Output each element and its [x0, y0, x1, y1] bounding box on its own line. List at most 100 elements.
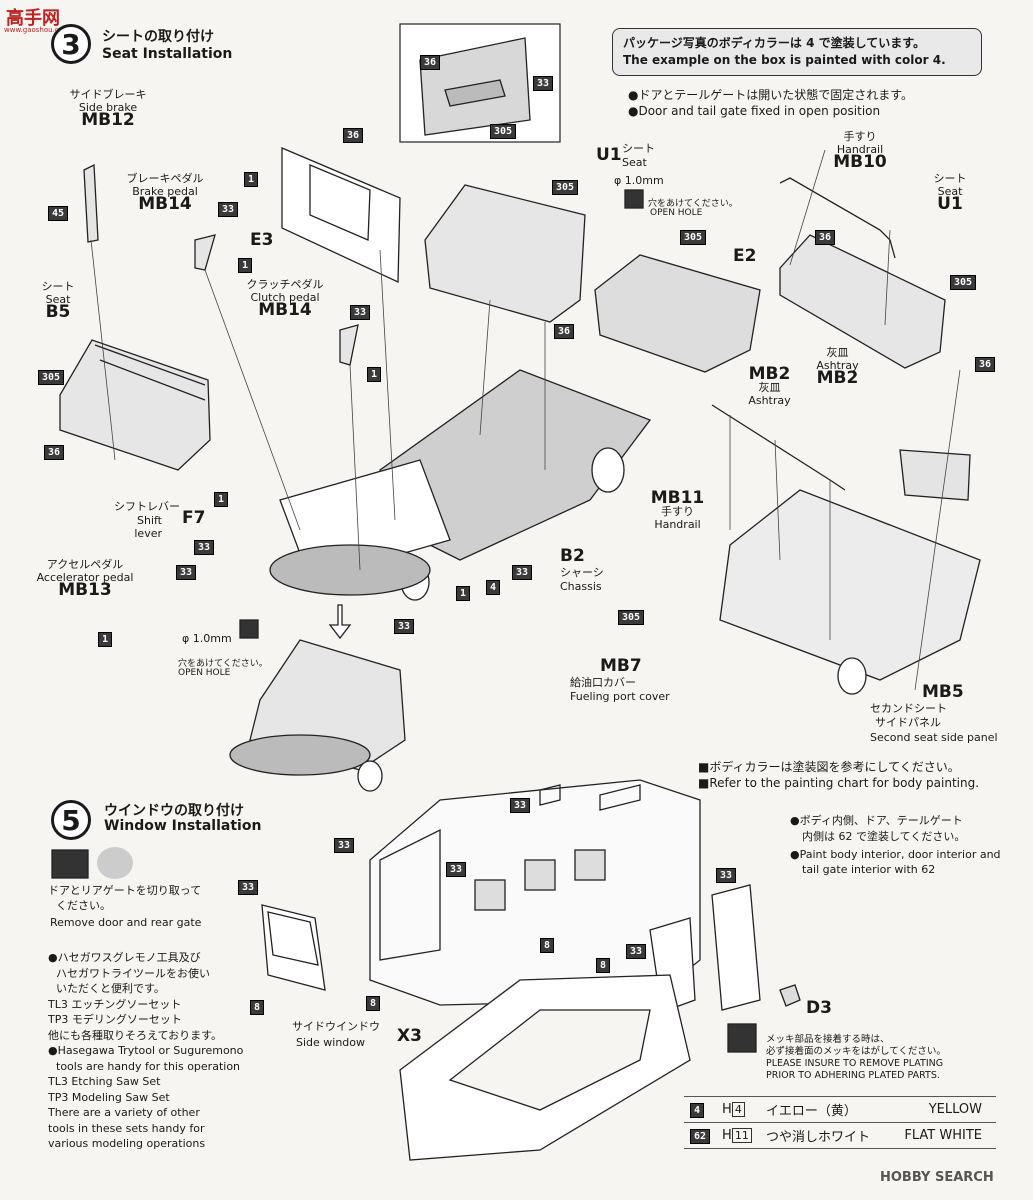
- ashtray-a-code: MB2: [748, 364, 791, 384]
- hole-en-top: OPEN HOLE: [650, 208, 703, 218]
- tools-en1: ●Hasegawa Trytool or Suguremono: [48, 1044, 244, 1057]
- side-window-en: Side window: [296, 1036, 366, 1049]
- side-window-code: X3: [397, 1026, 422, 1046]
- part-badge: 36: [975, 357, 996, 372]
- ashtray-b-label: 灰皿 Ashtray MB2: [810, 346, 865, 388]
- part-badge: 1: [214, 492, 229, 507]
- part-badge: 1: [456, 586, 471, 601]
- accel-pedal-en: Accelerator pedal: [36, 571, 134, 584]
- step-5-title-jp: ウインドウの取り付け: [104, 803, 244, 819]
- seat-b5-en: Seat: [45, 293, 71, 306]
- tools-jp2: ハセガワトライツールをお使い: [56, 966, 210, 980]
- part-badge: 33: [194, 540, 215, 555]
- step-3-title-en: Seat Installation: [102, 46, 233, 62]
- side-brake-jp: サイドブレーキ: [69, 88, 147, 101]
- paint-en: FLAT WHITE: [880, 1122, 996, 1149]
- remove-en: Remove door and rear gate: [50, 916, 202, 929]
- part-badge: 305: [552, 180, 579, 195]
- clutch-pedal-jp: クラッチペダル: [246, 278, 324, 291]
- box-color-note: パッケージ写真のボディカラーは 4 で塗装しています。 The example …: [612, 28, 982, 76]
- tools-note: ●ハセガワスグレモノ工具及び ハセガワトライツールをお使い いただくと便利です。…: [48, 950, 243, 1152]
- accel-pedal-jp: アクセルペダル: [46, 558, 124, 571]
- plating-en2: PRIOR TO ADHERING PLATED PARTS.: [766, 1070, 940, 1081]
- body-color-en: ■Refer to the painting chart for body pa…: [698, 776, 980, 790]
- tools-en4: TP3 Modeling Saw Set: [48, 1090, 170, 1104]
- hole-jp-top: 穴をあけてください。: [648, 199, 738, 209]
- shift-lever-code: F7: [182, 508, 206, 528]
- door-note-en: ●Door and tail gate fixed in open positi…: [628, 104, 881, 118]
- part-badge: 45: [48, 206, 69, 221]
- side-brake-en: Side brake: [78, 101, 138, 114]
- paint-num: 62: [690, 1129, 711, 1144]
- handrail-mb11-label: MB11 手すり Handrail: [650, 490, 705, 532]
- seat-u1b-code: U1: [937, 194, 963, 214]
- accel-pedal-code: MB13: [58, 580, 112, 600]
- paint-h: H: [722, 1102, 732, 1117]
- shift-lever-en: Shift lever: [134, 514, 162, 540]
- part-badge: 8: [250, 1000, 265, 1015]
- tools-en3: TL3 Etching Saw Set: [48, 1075, 161, 1088]
- mb5-code: MB5: [922, 682, 964, 702]
- part-badge: 36: [554, 324, 575, 339]
- part-badge: 33: [334, 838, 355, 853]
- body-color-jp: ■ボディカラーは塗装図を参考にしてください。: [698, 760, 960, 774]
- seat-b5-code: B5: [45, 302, 71, 322]
- seat-u1b-en: Seat: [937, 185, 963, 198]
- part-badge: 33: [716, 868, 737, 883]
- seat-b5-jp: シート: [41, 280, 75, 293]
- ashtray-b-en: Ashtray: [816, 359, 859, 372]
- door-note-jp: ●ドアとテールゲートは開いた状態で固定されます。: [628, 88, 914, 102]
- paint-h: H: [722, 1128, 732, 1143]
- part-badge: 33: [350, 305, 371, 320]
- seat-u1b-jp: シート: [933, 172, 967, 185]
- part-badge: 33: [533, 76, 554, 91]
- part-badge: 36: [420, 55, 441, 70]
- accel-pedal-label: アクセルペダル Accelerator pedal MB13: [30, 558, 140, 600]
- part-badge: 4: [486, 580, 501, 595]
- hole-jp-bottom: 穴をあけてください。: [178, 659, 268, 669]
- seat-u1-code: U1: [596, 145, 622, 165]
- part-badge: 305: [490, 124, 517, 139]
- watermark-logo: 高手网: [6, 8, 60, 29]
- seat-u1-en: Seat: [622, 156, 647, 169]
- handrail-mb11-jp: 手すり: [661, 505, 694, 518]
- ashtray-a-en: Ashtray: [748, 394, 791, 407]
- tools-en5: There are a variety of other: [48, 1106, 200, 1119]
- mb5-en: Second seat side panel: [870, 731, 998, 744]
- seat-u1-jp: シート: [622, 142, 655, 155]
- fuel-cover-code: MB7: [600, 656, 642, 676]
- part-badge: 8: [540, 938, 555, 953]
- part-badge: 33: [218, 202, 239, 217]
- box-note-jp: パッケージ写真のボディカラーは 4 で塗装しています。: [623, 36, 926, 50]
- brake-pedal-en: Brake pedal: [132, 185, 198, 198]
- brake-pedal-label: ブレーキペダル Brake pedal MB14: [115, 172, 215, 214]
- interior-jp1: ●ボディ内側、ドア、テールゲート: [790, 814, 963, 827]
- interior-jp2: 内側は 62 で塗装してください。: [802, 830, 966, 843]
- box-note-en: The example on the box is painted with c…: [623, 53, 946, 67]
- part-badge: 305: [680, 230, 707, 245]
- part-badge: 33: [512, 565, 533, 580]
- remove-jp2: ください。: [56, 899, 111, 912]
- part-e2-code: E2: [733, 246, 757, 266]
- chassis-en: Chassis: [560, 580, 602, 593]
- part-badge: 36: [44, 445, 65, 460]
- brake-pedal-code: MB14: [138, 194, 192, 214]
- part-badge: 305: [950, 275, 977, 290]
- part-badge: 33: [626, 944, 647, 959]
- ashtray-b-code: MB2: [816, 368, 859, 388]
- handrail-mb11-en: Handrail: [654, 518, 701, 531]
- paint-num: 4: [690, 1103, 705, 1118]
- part-badge: 33: [446, 862, 467, 877]
- side-brake-label: サイドブレーキ Side brake MB12: [68, 88, 148, 129]
- seat-b5-label: シート Seat B5: [38, 280, 78, 322]
- step-3-number: 3: [51, 24, 91, 64]
- handrail-mb10-jp: 手すり: [843, 130, 877, 143]
- part-badge: 305: [618, 610, 645, 625]
- interior-en1: ●Paint body interior, door interior and: [790, 848, 1001, 861]
- paint-jp: イエロー（黄）: [760, 1096, 881, 1123]
- clutch-pedal-en: Clutch pedal: [250, 291, 320, 304]
- part-badge: 33: [510, 798, 531, 813]
- interior-en2: tail gate interior with 62: [802, 863, 936, 876]
